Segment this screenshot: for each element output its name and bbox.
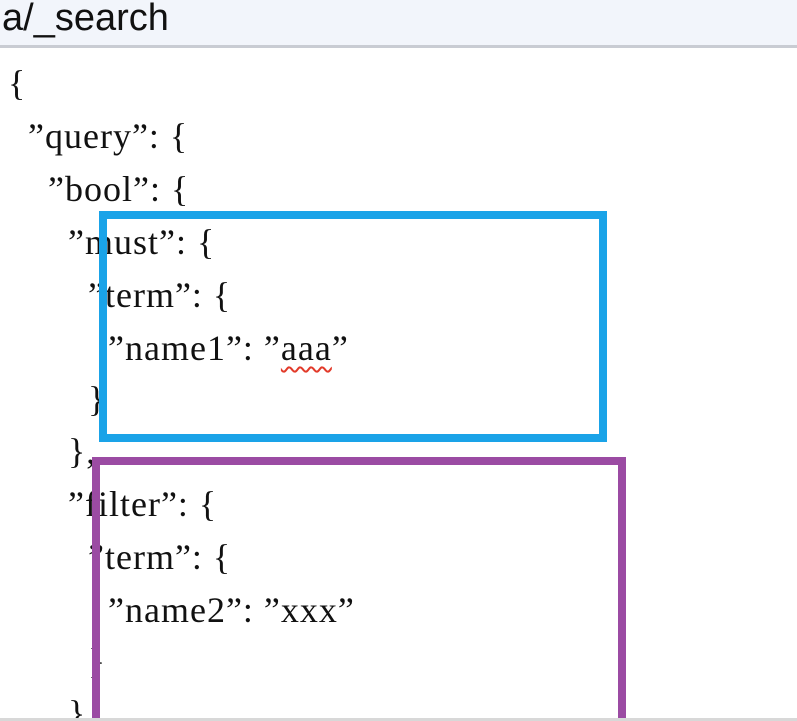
code-line-open-brace: { xyxy=(8,63,27,103)
code-line-must-term-close: } xyxy=(8,379,107,419)
code-line-name2: ”name2”: ”xxx” xyxy=(8,590,355,630)
editor-bottom-edge xyxy=(0,718,797,721)
code-line-bool: ”bool”: { xyxy=(8,169,190,209)
code-line-filter-close: } xyxy=(8,693,87,721)
filter-clause-highlight-box xyxy=(92,457,626,721)
code-name1-close-quote: ” xyxy=(331,328,349,368)
code-line-filter: ”filter”: { xyxy=(8,484,218,524)
code-line-must: ”must”: { xyxy=(8,222,216,262)
misspelled-word-aaa: aaa xyxy=(280,328,332,368)
code-line-name1: ”name1”: ”aaa” xyxy=(8,328,349,368)
query-body-editor[interactable]: { ”query”: { ”bool”: { ”must”: { ”term”:… xyxy=(0,51,797,721)
request-url-bar[interactable]: a/_search xyxy=(0,0,797,48)
code-name1-key: ”name1”: ” xyxy=(8,328,281,368)
must-clause-highlight-box xyxy=(99,211,607,442)
code-line-filter-term: ”term”: { xyxy=(8,537,232,577)
request-url-text[interactable]: a/_search xyxy=(2,0,169,39)
code-line-must-close: }, xyxy=(8,431,97,471)
code-line-query: ”query”: { xyxy=(8,116,189,156)
